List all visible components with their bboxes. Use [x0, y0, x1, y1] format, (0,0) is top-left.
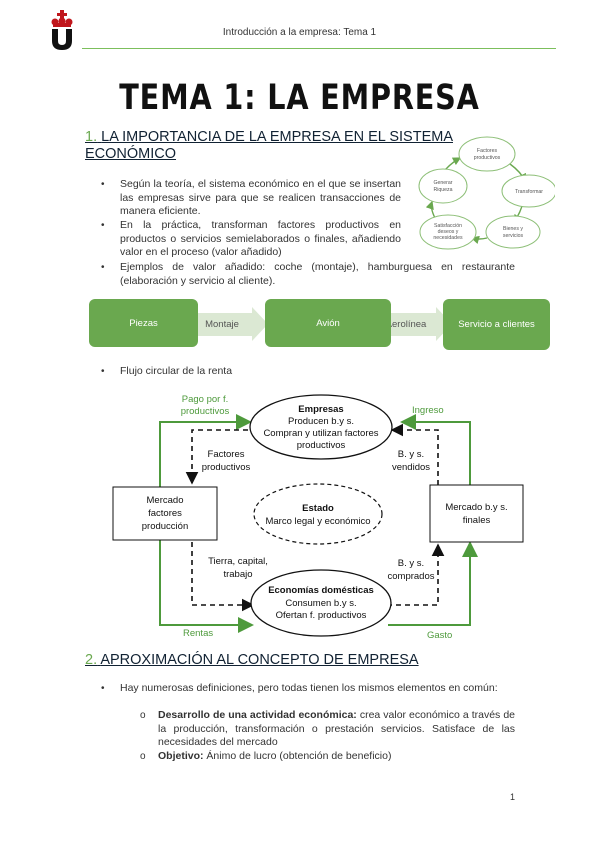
estado-line: Marco legal y económico [265, 516, 371, 527]
bullet-icon: • [101, 262, 105, 273]
section-2-heading: 2. APROXIMACIÓN AL CONCEPTO DE EMPRESA [85, 652, 419, 668]
mercado-factores-label: Mercado factores producción [141, 495, 189, 532]
circle-bullet-icon: o [140, 751, 146, 762]
arrow-head-icon [252, 307, 268, 341]
cycle-node [501, 174, 555, 208]
empresas-line: Compran y utilizan factores [263, 428, 379, 439]
cycle-label-2: Bienes y [503, 226, 523, 232]
bullet-icon: • [101, 366, 105, 377]
cycle-label-0b: productivos [474, 155, 501, 161]
bullet-icon: • [101, 179, 105, 190]
cycle-node [418, 168, 468, 204]
page-number: 1 [510, 792, 516, 802]
empresas-line: Producen b.y s. [287, 416, 354, 427]
mercado-bys-label: Mercado b.y s. finales [445, 502, 508, 526]
mercado-factores-box [112, 486, 218, 541]
estado-ellipse [253, 483, 383, 545]
label-tierra-capital: Tierra, capital, trabajo [208, 556, 268, 580]
cycle-node [485, 215, 541, 249]
economias-title: Economías domésticas [268, 585, 374, 596]
list-item: • Ejemplos de valor añadido: coche (mont… [101, 261, 515, 287]
section-1-title: LA IMPORTANCIA DE LA EMPRESA EN EL SISTE… [85, 129, 453, 162]
page-header: Introducción a la empresa: Tema 1 [222, 27, 377, 38]
label-gasto: Gasto [427, 630, 453, 641]
label-bys-vendidos: B. y s. vendidos [391, 449, 431, 473]
cycle-label-3: Satisfacción [434, 223, 462, 229]
value-cycle-diagram: Factores productivos Transformar Bienes … [418, 136, 555, 250]
empresas-ellipse [249, 394, 393, 460]
section-1-number: 1. [85, 129, 98, 145]
cycle-label-0: Factores [477, 148, 498, 154]
section-2-number: 2. [85, 652, 98, 668]
list-item: • Según la teoría, el sistema económico … [101, 178, 401, 217]
list-item: • Hay numerosas definiciones, pero todas… [101, 682, 498, 694]
flow-box-servicio: Servicio a clientes [443, 299, 550, 350]
economias-node: Economías domésticas Consumen b.y s. Ofe… [251, 585, 391, 623]
mercado-bys-box [429, 484, 524, 543]
empresas-line: productivos [296, 440, 346, 451]
list-item: • En la práctica, transforman factores p… [101, 219, 401, 258]
cycle-node [458, 136, 516, 172]
economias-line: Consumen b.y s. [285, 597, 357, 609]
cycle-label-1: Transformar [515, 189, 543, 195]
cycle-label-4b: Riqueza [433, 187, 452, 193]
sub-list-item: o Objetivo: Ánimo de lucro (obtención de… [140, 750, 392, 762]
section-2-title: APROXIMACIÓN AL CONCEPTO DE EMPRESA [100, 652, 419, 668]
estado-node: Estado Marco legal y económico [254, 502, 382, 528]
estado-title: Estado [302, 503, 334, 514]
bullet-icon: • [101, 683, 105, 694]
economias-ellipse [250, 569, 392, 637]
cycle-label-4: Generar [433, 180, 452, 186]
sub-list-item: o Desarrollo de una actividad económica:… [140, 709, 515, 748]
list-item: • Flujo circular de la renta [101, 365, 233, 377]
bullet-icon: • [101, 220, 105, 231]
empresas-title: Empresas [298, 404, 344, 415]
header-divider [82, 48, 556, 49]
economias-line: Ofertan f. productivos [275, 610, 367, 621]
cycle-node [419, 214, 477, 250]
section-1-heading: 1. LA IMPORTANCIA DE LA EMPRESA EN EL SI… [85, 129, 465, 163]
cycle-label-3c: necesidades [433, 235, 463, 241]
circle-bullet-icon: o [140, 710, 146, 721]
university-logo [50, 10, 74, 50]
label-ingreso: Ingreso [412, 405, 444, 416]
label-rentas: Rentas [183, 628, 214, 639]
label-pago-factores: Pago por f. productivos [180, 394, 230, 417]
page-title: TEMA 1: LA EMPRESA [119, 78, 480, 118]
cycle-label-2b: servicios [503, 233, 524, 239]
flow-arrow-aerolinea: Aerolínea [376, 313, 436, 336]
flow-arrow-montaje: Montaje [192, 313, 252, 336]
empresas-node: Empresas Producen b.y s. Compran y utili… [250, 404, 392, 452]
cycle-label-3b: deseos y [438, 229, 459, 235]
flow-box-avion: Avión [265, 299, 391, 347]
flow-box-piezas: Piezas [89, 299, 198, 347]
label-factores-productivos: Factores productivos [201, 449, 251, 473]
label-bys-comprados: B. y s. comprados [387, 558, 435, 582]
